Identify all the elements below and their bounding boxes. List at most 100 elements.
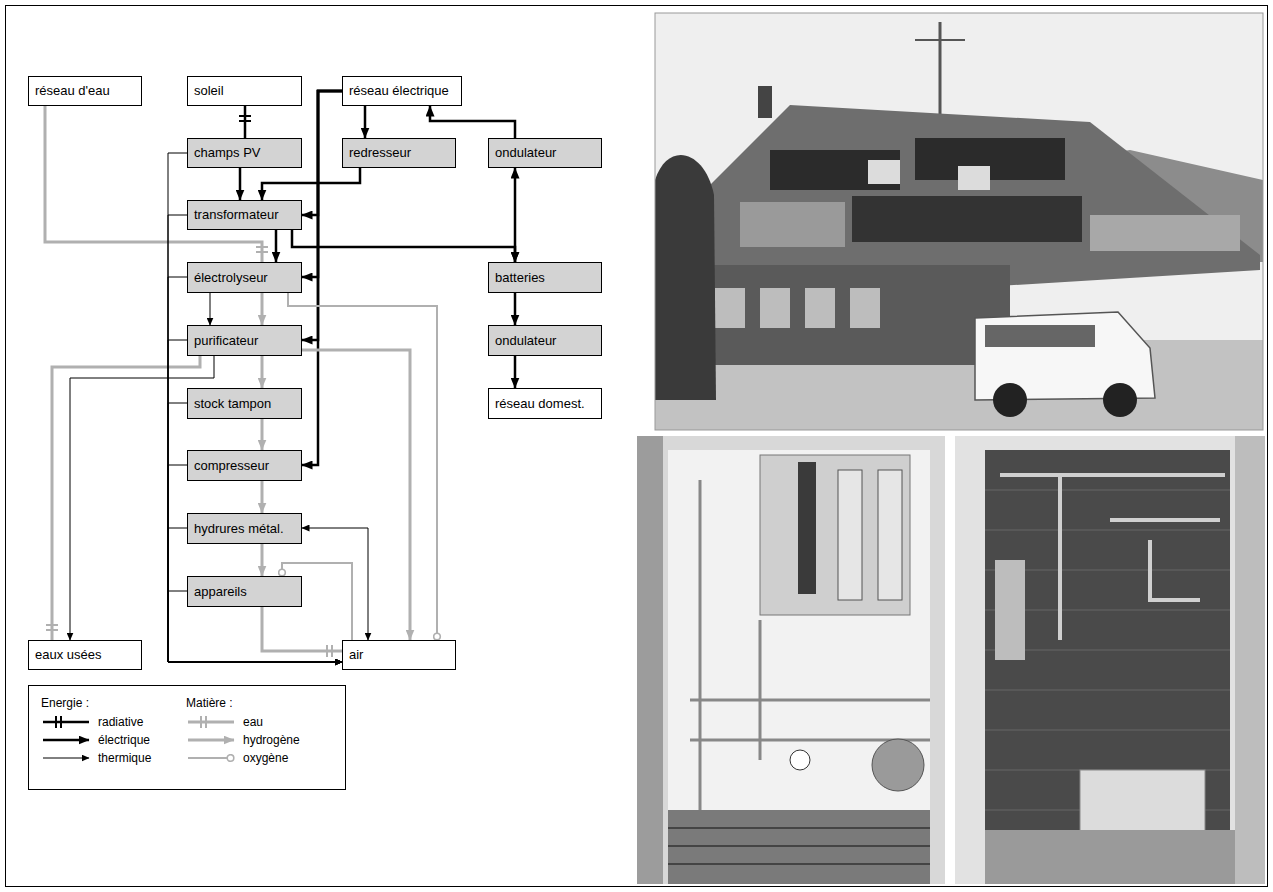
photo-van-wheel	[993, 383, 1027, 417]
photo-solar-panel	[770, 150, 900, 190]
photo-cylinder	[995, 560, 1025, 660]
flow-line	[52, 356, 200, 640]
flow-line	[262, 168, 360, 200]
photo-van-window	[985, 325, 1095, 347]
photo-cylinder	[798, 462, 816, 594]
photo-floor	[985, 830, 1235, 884]
photo-back-panel	[668, 450, 930, 810]
process-box: hydrures métal.	[187, 513, 302, 544]
legend-item: thermique	[41, 751, 181, 765]
legend-sample	[41, 716, 91, 728]
node-label: batteries	[489, 270, 545, 286]
legend-line	[43, 758, 89, 759]
tick-mark	[46, 624, 58, 626]
legend-text: radiative	[98, 715, 143, 729]
node-label: ondulateur	[489, 333, 556, 349]
node-label: stock tampon	[188, 396, 271, 412]
flow-line	[261, 356, 264, 388]
node-label: transformateur	[188, 207, 279, 223]
node-label: air	[343, 647, 363, 663]
tick-mark	[331, 645, 333, 657]
photo-skylight	[868, 160, 900, 184]
node-label: redresseur	[343, 145, 411, 161]
flow-line	[261, 544, 264, 576]
process-box: purificateur	[187, 325, 302, 356]
photo-window	[715, 288, 745, 328]
node-label: électrolyseur	[188, 270, 268, 286]
legend-heading: Matière :	[186, 696, 233, 710]
flow-line	[168, 528, 342, 662]
node-label: réseau d'eau	[29, 83, 110, 99]
tick-mark	[46, 629, 58, 631]
photo-cylinder	[878, 470, 902, 600]
flow-line	[261, 419, 264, 450]
legend-text: électrique	[98, 733, 150, 747]
legend-item: eau	[186, 715, 326, 729]
figure-frame	[6, 6, 1268, 887]
photo-pipe	[690, 480, 930, 820]
node-label: eaux usées	[29, 647, 102, 663]
photo-sky	[655, 13, 1263, 430]
flow-line	[261, 481, 264, 513]
node-label: réseau électrique	[343, 83, 449, 99]
photo-pipe	[1000, 475, 1225, 640]
flow-line	[364, 106, 367, 138]
process-box: ondulateur	[488, 138, 602, 168]
legend-item: électrique	[41, 733, 181, 747]
photo-board	[760, 455, 910, 615]
process-box: batteries	[488, 262, 602, 293]
process-box: transformateur	[187, 200, 302, 230]
flow-line	[45, 106, 262, 262]
legend-line	[188, 757, 234, 759]
photo-tree	[655, 155, 716, 400]
legend-line	[43, 721, 89, 724]
node-label: compresseur	[188, 458, 269, 474]
process-box: stock tampon	[187, 388, 302, 419]
photo-wall	[700, 265, 1010, 365]
legend-text: thermique	[98, 751, 151, 765]
legend-item: oxygène	[186, 751, 326, 765]
flow-line	[210, 293, 211, 325]
photo-skylight	[958, 166, 990, 190]
legend-line	[188, 721, 234, 724]
photo-cylinder	[838, 470, 862, 600]
flow-line	[261, 293, 264, 325]
photo-solar-collector	[740, 202, 845, 247]
flow-line	[302, 91, 342, 277]
legend-sample	[186, 734, 236, 746]
terminal-box: soleil	[187, 76, 302, 106]
tick-mark	[239, 120, 251, 122]
node-label: réseau domest.	[489, 396, 585, 412]
photo-roof	[690, 105, 1260, 292]
node-label: champs PV	[188, 145, 260, 161]
terminal-box: air	[342, 640, 456, 670]
flow-line	[302, 91, 342, 465]
photo-border	[655, 13, 1263, 430]
photo-door-frame	[1235, 436, 1265, 884]
process-box: champs PV	[187, 138, 302, 168]
flow-line	[275, 230, 278, 262]
photo-mast	[915, 39, 965, 41]
photo-window	[760, 288, 790, 328]
flow-line	[168, 403, 342, 662]
photo-cabinet	[637, 436, 945, 884]
photo-floor-slat	[668, 828, 930, 864]
legend-heading: Energie :	[41, 696, 89, 710]
photo-brick-joint	[985, 490, 1230, 810]
flow-line	[302, 91, 342, 215]
flow-line	[168, 215, 342, 662]
flow-line	[168, 153, 342, 662]
photo-window	[805, 288, 835, 328]
tick-mark	[326, 645, 328, 657]
flow-line	[302, 528, 368, 640]
process-box: redresseur	[342, 138, 456, 168]
process-box: ondulateur	[488, 325, 602, 356]
photo-window	[850, 288, 880, 328]
legend-box: Energie : Matière : radiative électrique the…	[28, 685, 346, 790]
flow-line	[302, 350, 410, 640]
terminal-box: réseau d'eau	[28, 76, 142, 106]
legend-text: eau	[243, 715, 263, 729]
process-box: électrolyseur	[187, 262, 302, 293]
legend-sample	[186, 716, 236, 728]
